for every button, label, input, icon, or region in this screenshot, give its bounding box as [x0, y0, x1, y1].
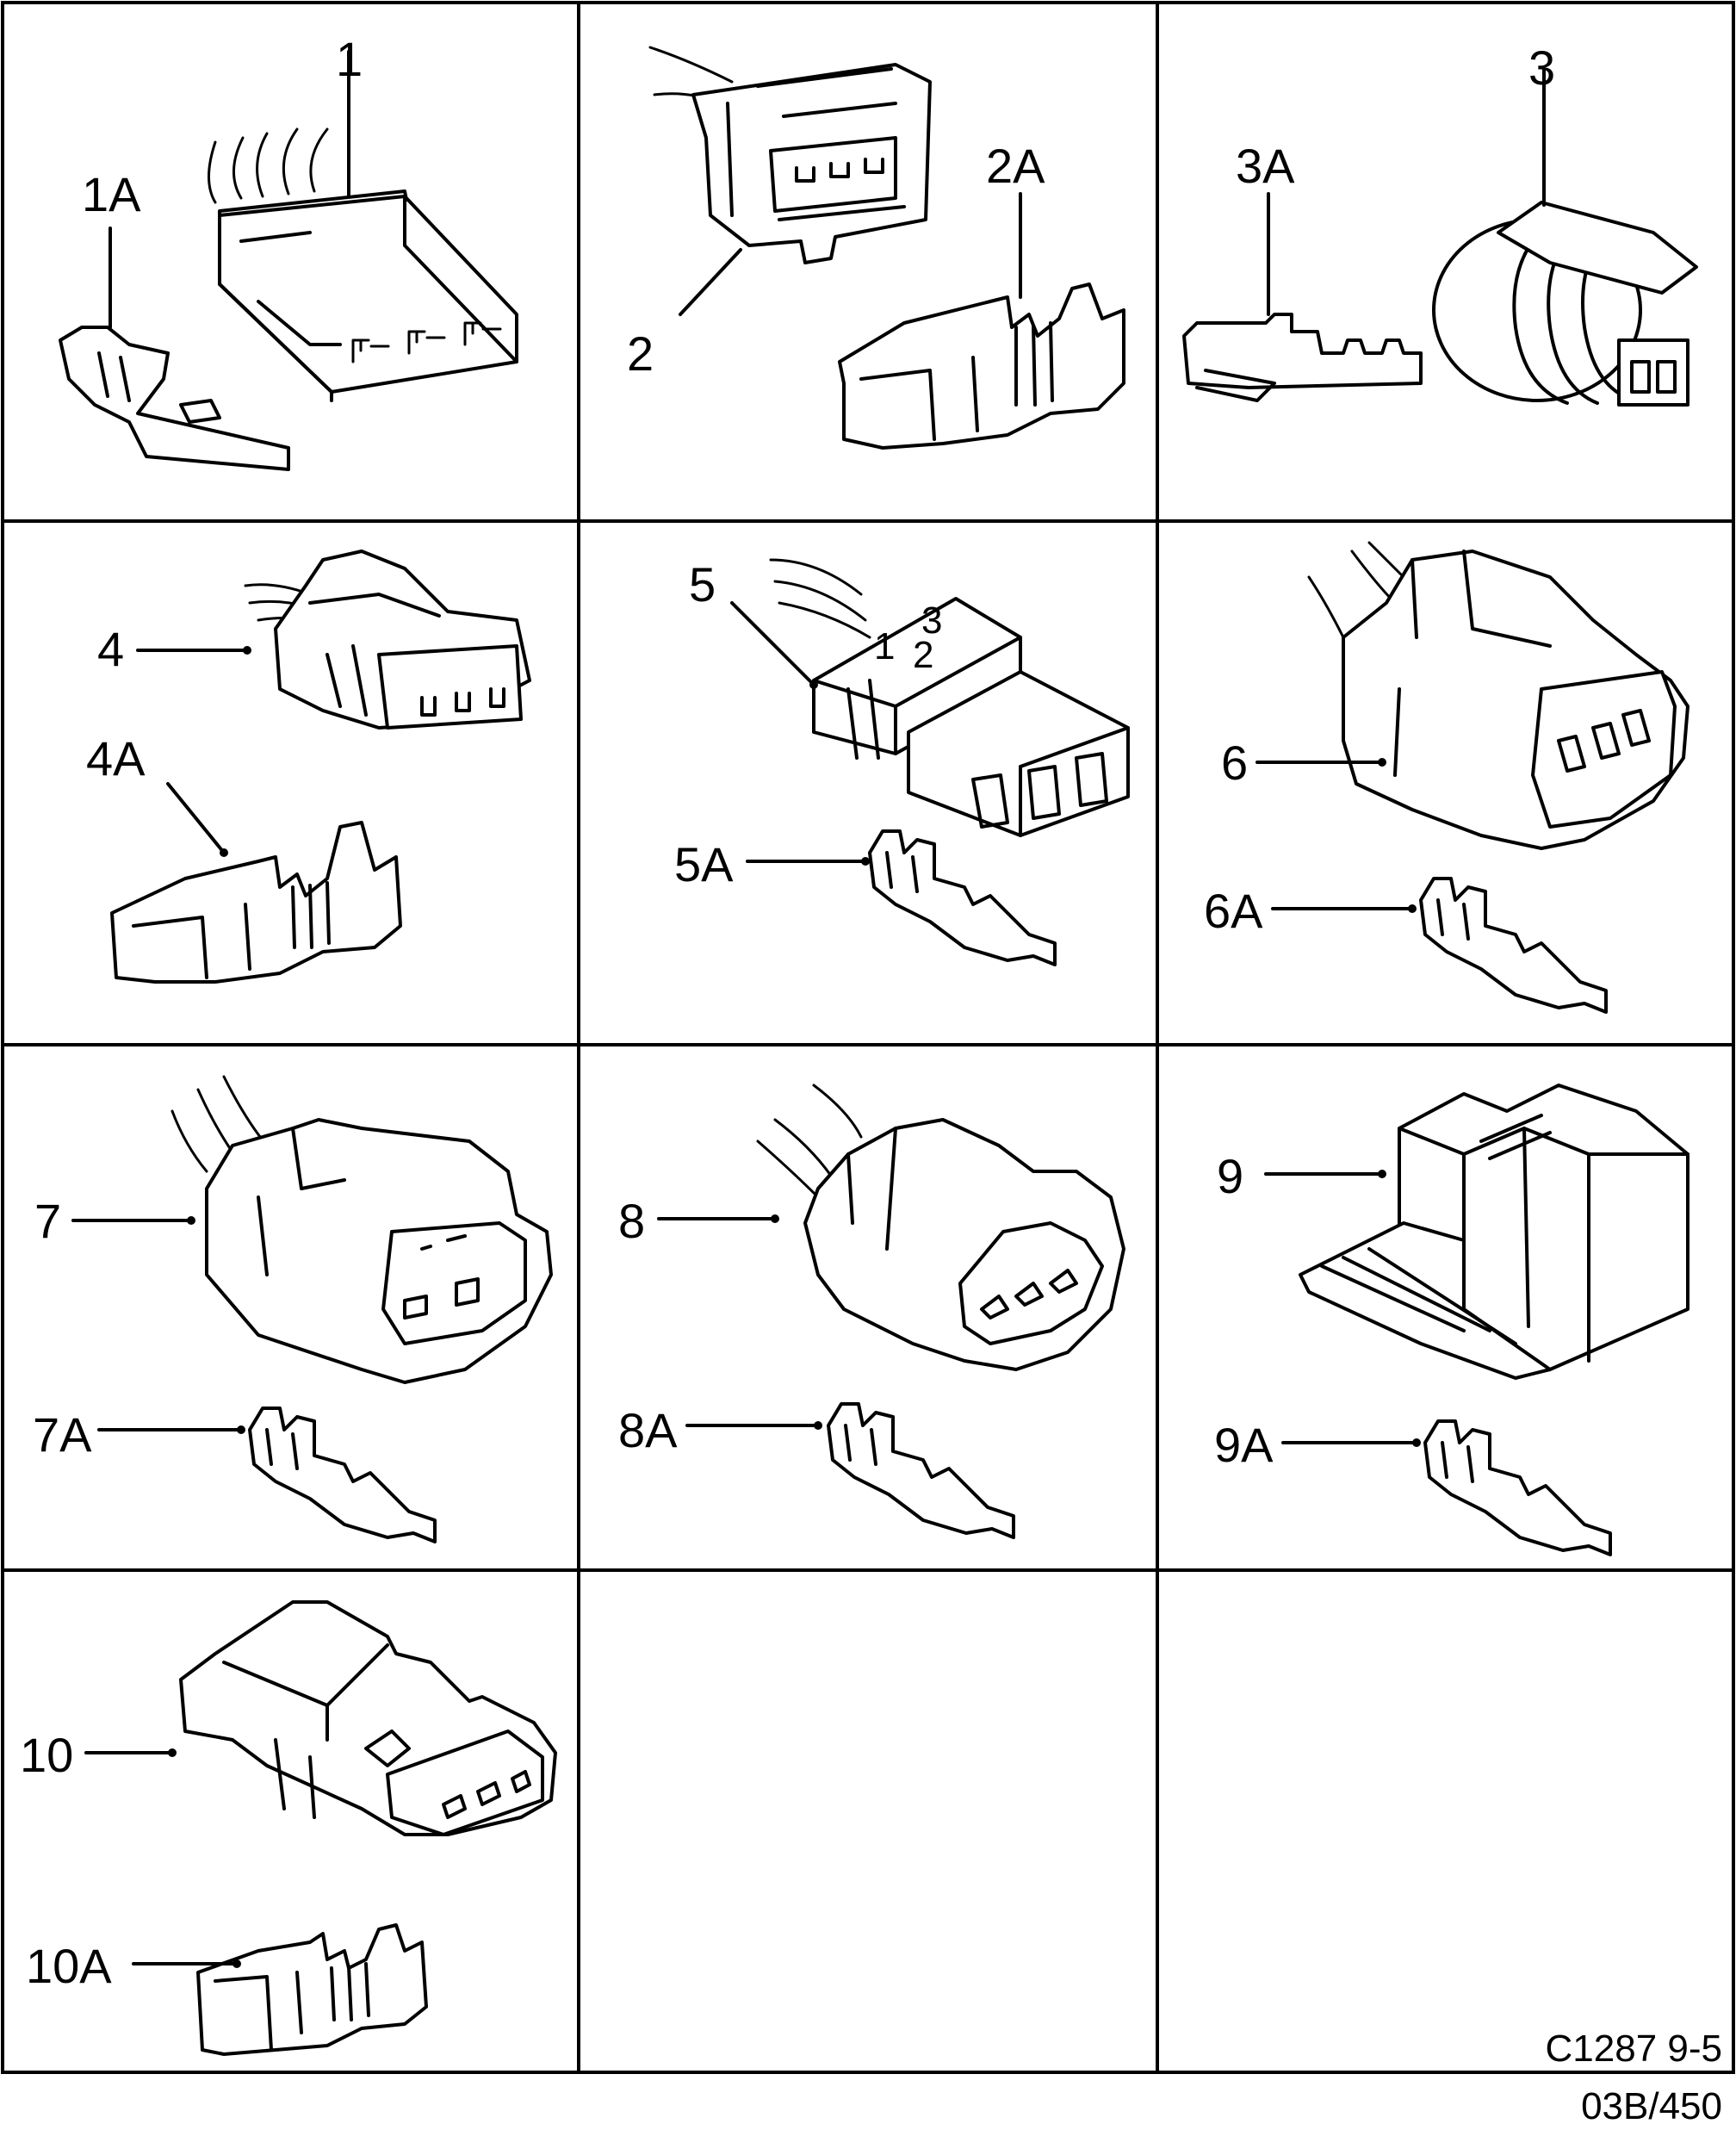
- part-label: 7: [34, 1194, 61, 1248]
- part-label: 4: [97, 622, 124, 676]
- cell-6: 6 6A: [1204, 541, 1690, 1014]
- connector-6-drawing: [1307, 541, 1690, 850]
- terminal-2a-drawing: [838, 283, 1125, 450]
- leader-dot-8a: [814, 1421, 822, 1430]
- terminal-6a-drawing: [1419, 877, 1608, 1014]
- part-label: 3: [1528, 40, 1555, 95]
- terminal-label: 9A: [1214, 1418, 1274, 1472]
- terminal-label: 1A: [82, 167, 141, 221]
- cell-5: 1 2 3 5 5A: [674, 557, 1130, 966]
- terminal-9a-drawing: [1423, 1419, 1612, 1556]
- part-label: 8: [618, 1194, 645, 1248]
- terminal-label: 10A: [26, 1939, 112, 1993]
- leader-line-4a: [166, 782, 226, 854]
- pin-number: 3: [921, 599, 942, 642]
- pin-number: 1: [874, 625, 895, 668]
- cell-9: 9 9A: [1214, 1084, 1690, 1556]
- part-label: 1: [336, 32, 363, 86]
- connector-1-drawing: [208, 127, 518, 402]
- terminal-5a-drawing: [868, 829, 1057, 966]
- terminal-label: 2A: [986, 139, 1045, 193]
- part-label: 6: [1221, 736, 1248, 790]
- figure-reference-code: 03B/450: [1581, 2085, 1722, 2127]
- leader-dot-9: [1378, 1170, 1386, 1178]
- connector-10-drawing: [179, 1600, 557, 1836]
- leader-dot-9a: [1412, 1438, 1421, 1447]
- terminal-label: 6A: [1204, 884, 1263, 938]
- cell-3: 3A 3: [1182, 40, 1698, 407]
- terminal-8a-drawing: [827, 1402, 1015, 1539]
- terminal-4a-drawing: [110, 821, 402, 984]
- leader-dot-7a: [237, 1425, 245, 1434]
- cell-1: 1 1A: [59, 32, 518, 471]
- leader-dot-5: [809, 680, 818, 689]
- terminal-10a-drawing: [196, 1923, 428, 2056]
- cell-2: 2 2A: [627, 46, 1125, 450]
- leader-line-5: [730, 601, 815, 686]
- leader-dot-6a: [1408, 904, 1417, 913]
- leader-dot-6: [1378, 758, 1386, 767]
- leader-dot-10: [168, 1748, 177, 1757]
- grid-frame: [1, 1, 1735, 2074]
- terminal-7a-drawing: [248, 1407, 437, 1543]
- leader-dot-7: [187, 1216, 195, 1225]
- connector-8-drawing: [756, 1084, 1125, 1371]
- leader-dot-4: [243, 646, 251, 655]
- connector-9-drawing: [1299, 1084, 1690, 1380]
- part-label: 2: [627, 326, 654, 381]
- cell-7: 7 7A: [33, 1075, 553, 1543]
- terminal-label: 3A: [1236, 139, 1295, 193]
- terminal-label: 8A: [618, 1403, 678, 1457]
- leader-dot-5a: [861, 857, 870, 866]
- cell-8: 8 8A: [618, 1084, 1125, 1539]
- connector-5-drawing: 1 2 3: [769, 558, 1130, 837]
- terminal-label: 4A: [86, 731, 146, 786]
- leader-dot-10a: [232, 1959, 241, 1968]
- leader-dot-8: [771, 1214, 779, 1223]
- part-label: 9: [1217, 1149, 1243, 1203]
- terminal-1a-drawing: [59, 326, 290, 471]
- leader-line-2: [679, 248, 742, 316]
- terminal-3a-drawing: [1182, 313, 1423, 402]
- terminal-label: 7A: [33, 1407, 92, 1462]
- terminal-label: 5A: [674, 837, 734, 891]
- part-label: 5: [689, 557, 716, 612]
- connector-2-drawing: [648, 46, 932, 264]
- cell-4: 4 4A: [86, 550, 531, 984]
- connector-3-drawing: [1432, 201, 1698, 407]
- cell-10: 10 10A: [20, 1600, 557, 2056]
- part-label: 10: [20, 1728, 73, 1782]
- figure-reference: C1287 9-5: [1546, 2028, 1722, 2070]
- leader-dot-4a: [220, 848, 228, 857]
- connector-4-drawing: [244, 550, 531, 730]
- pin-number: 2: [913, 634, 933, 676]
- connector-7-drawing: [170, 1075, 553, 1384]
